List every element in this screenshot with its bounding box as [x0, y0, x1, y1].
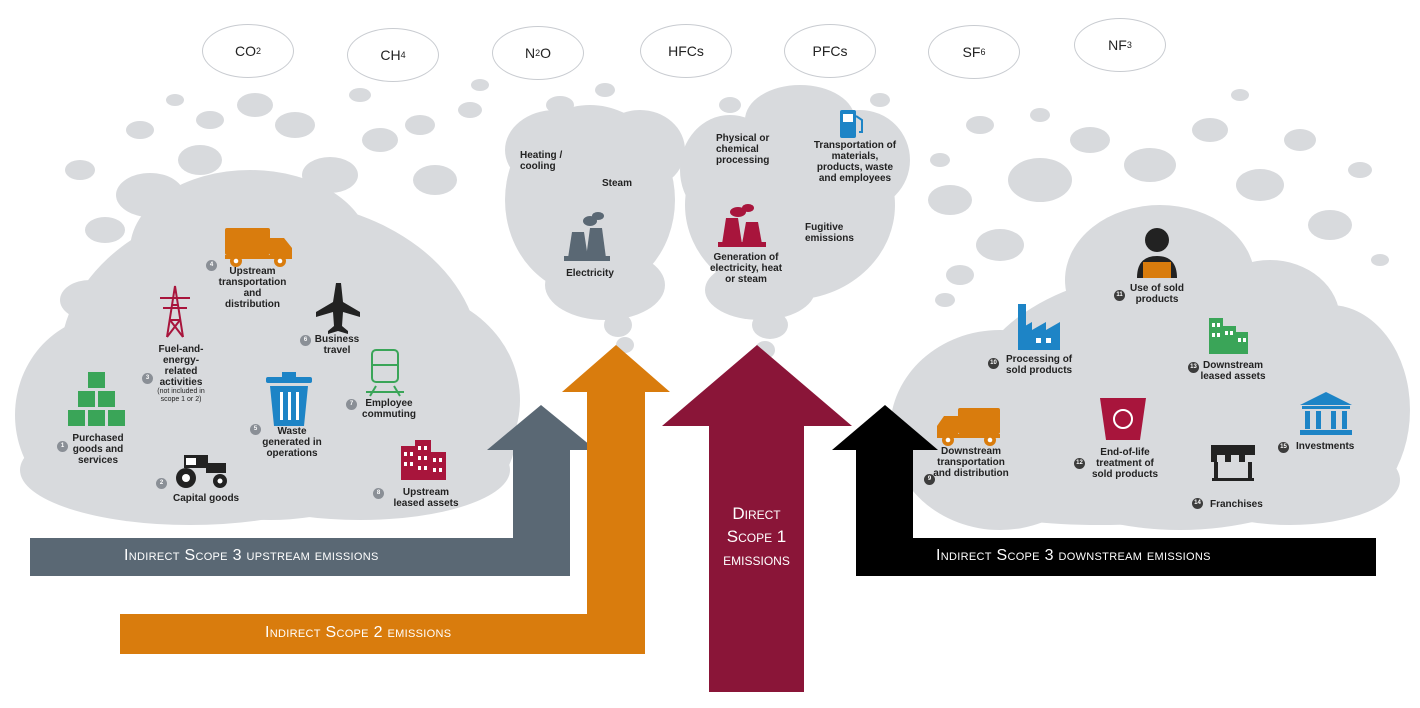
scope3-downstream-arrow [832, 405, 1376, 576]
label-capital-goods: Capital goods [173, 493, 240, 504]
badge-5: 5 [250, 424, 261, 435]
banner-scope3-upstream: Indirect Scope 3 upstream emissions [124, 547, 379, 564]
power-tower-icon [160, 285, 190, 338]
train-icon [366, 349, 404, 397]
label-fugitive: Fugitive emissions [805, 222, 854, 244]
scope1-line-3: emissions [723, 550, 790, 569]
fuel-pump-icon [840, 110, 863, 138]
airplane-icon [316, 283, 360, 334]
label-investments: Investments [1296, 441, 1355, 452]
trash-bin-icon [266, 372, 312, 426]
badge-15: 15 [1278, 442, 1289, 453]
label-downstream-leased: Downstream leased assets [1200, 360, 1266, 382]
label-transportation-materials: Transportation of materials, products, w… [813, 140, 897, 184]
factory-smoke-icon [718, 204, 766, 247]
gas-pfcs: PFCs [784, 24, 876, 78]
badge-2: 2 [156, 478, 167, 489]
scope1-arrow [662, 345, 852, 692]
label-electricity: Electricity [566, 268, 614, 279]
gas-hfcs: HFCs [640, 24, 732, 78]
tractor-icon [176, 455, 227, 488]
label-business-travel: Business travel [314, 334, 360, 356]
boxes-icon [68, 372, 125, 426]
label-waste: Waste generated in operations [262, 426, 322, 459]
badge-9: 9 [924, 474, 935, 485]
fuel-energy-note: (not included in scope 1 or 2) [157, 388, 205, 403]
power-plant-icon-gray [564, 212, 610, 261]
badge-8: 8 [373, 488, 384, 499]
badge-1: 1 [57, 441, 68, 452]
badge-6: 6 [300, 335, 311, 346]
buildings-icon [401, 440, 446, 480]
truck-icon [225, 228, 292, 267]
badge-10: 10 [988, 358, 999, 369]
user-laptop-icon [1137, 228, 1177, 278]
scope1-line-1: Direct [732, 504, 781, 523]
badge-11: 11 [1114, 290, 1125, 301]
scope3-upstream-arrow [30, 405, 596, 576]
label-end-of-life: End-of-life treatment of sold products [1091, 447, 1159, 480]
truck-icon-downstream [937, 408, 1000, 446]
label-upstream-leased: Upstream leased assets [393, 487, 459, 509]
label-downstream-transport: Downstream transportation and distributi… [933, 446, 1009, 479]
banner-scope2: Indirect Scope 2 emissions [265, 624, 452, 641]
label-generation: Generation of electricity, heat or steam [709, 252, 783, 285]
fuel-energy-text: Fuel-and-energy-related activities [158, 344, 204, 388]
banner-scope1: Direct Scope 1 emissions [709, 502, 804, 571]
storefront-icon [1211, 445, 1255, 481]
factory-icon [1018, 304, 1060, 350]
scope1-line-2: Scope 1 [726, 527, 787, 546]
buildings-icon-green [1209, 318, 1248, 354]
scope2-arrow [120, 345, 670, 654]
badge-7: 7 [346, 399, 357, 410]
label-steam: Steam [602, 178, 633, 189]
badge-3: 3 [142, 373, 153, 384]
label-franchises: Franchises [1210, 499, 1263, 510]
label-fuel-energy: Fuel-and-energy-related activities (not … [150, 344, 212, 404]
recycle-bin-icon [1100, 398, 1146, 440]
bank-icon [1300, 392, 1352, 435]
badge-14: 14 [1192, 498, 1203, 509]
badge-12: 12 [1074, 458, 1085, 469]
banner-scope3-downstream: Indirect Scope 3 downstream emissions [936, 547, 1211, 564]
label-physical-processing: Physical or chemical processing [716, 133, 770, 166]
label-employee-commuting: Employee commuting [362, 398, 416, 420]
badge-4: 4 [206, 260, 217, 271]
label-use-sold: Use of sold products [1130, 283, 1184, 305]
label-upstream-transport: Upstream transportation and distribution [218, 266, 287, 310]
badge-13: 13 [1188, 362, 1199, 373]
label-processing-sold: Processing of sold products [1006, 354, 1073, 376]
label-purchased-goods: Purchased goods and services [72, 433, 124, 466]
label-heating-cooling: Heating / cooling [520, 150, 563, 172]
